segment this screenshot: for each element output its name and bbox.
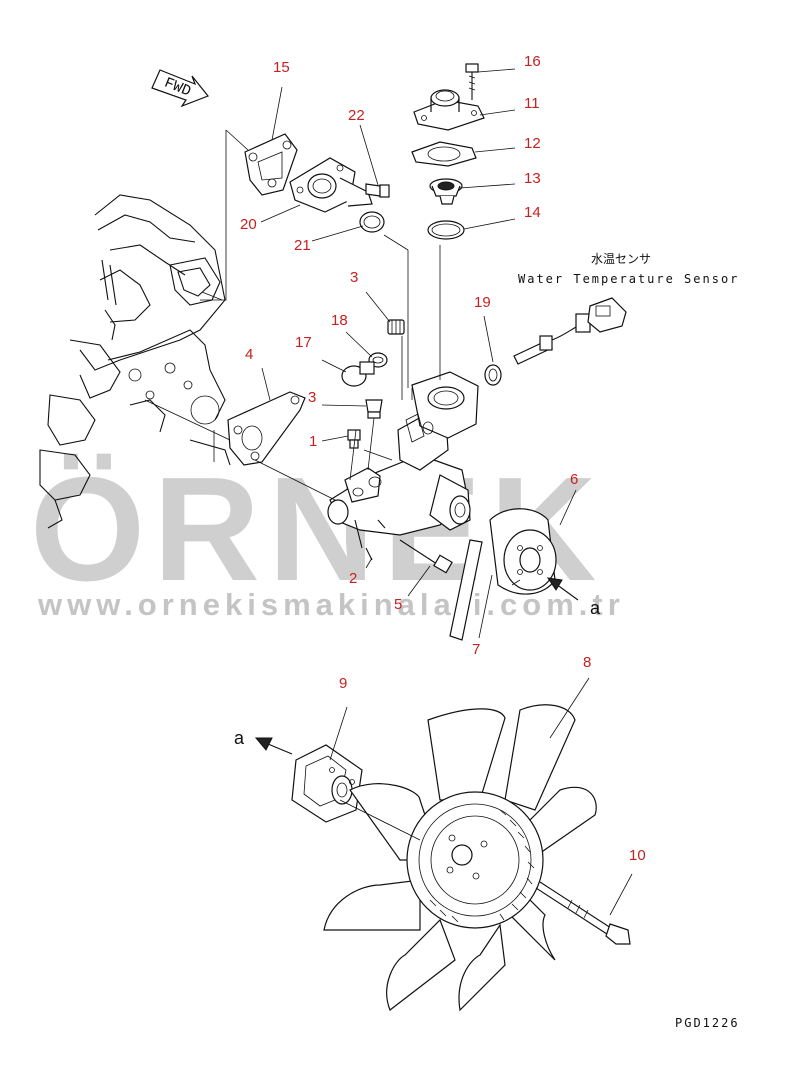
view-arrow-a-spacer: a [234, 728, 293, 755]
callout-20: 20 [240, 216, 257, 233]
callout-3-upper: 3 [350, 269, 358, 286]
callout-21: 21 [294, 237, 311, 254]
water-pump-2 [327, 371, 479, 561]
callout-16: 16 [524, 53, 541, 70]
sensor-label: 水温センサ Water Temperature Sensor [518, 252, 739, 286]
o-ring-21 [359, 211, 385, 233]
bolt-5 [399, 539, 453, 574]
callout-12: 12 [524, 135, 541, 152]
callout-14: 14 [524, 204, 541, 221]
view-arrow-a-pulley: a [546, 577, 601, 618]
spacer-9 [291, 744, 363, 823]
drawing-code: PGD1226 [675, 1016, 740, 1030]
bolt-22 [365, 183, 390, 198]
callout-3-lower: 3 [308, 389, 316, 406]
washer-19 [484, 364, 502, 386]
callout-13: 13 [524, 170, 541, 187]
gasket-12 [411, 141, 477, 167]
thermostat-13 [429, 178, 463, 205]
o-ring-14 [427, 220, 465, 240]
fan-8 [323, 704, 597, 1012]
view-arrow-label-spacer: a [234, 728, 245, 748]
callout-4: 4 [245, 346, 253, 363]
bolt-16 [465, 63, 479, 100]
water-temperature-sensor [513, 297, 627, 365]
plug-3-upper [387, 319, 405, 335]
callout-15: 15 [273, 59, 290, 76]
gasket-4 [227, 391, 306, 466]
sensor-label-jp: 水温センサ [591, 252, 651, 266]
thermostat-cover-11 [413, 89, 485, 131]
fwd-arrow: FWD [151, 69, 209, 108]
plug-3-lower [365, 399, 383, 419]
bolt-10 [535, 881, 631, 945]
callout-19: 19 [474, 294, 491, 311]
callout-6: 6 [570, 471, 578, 488]
view-arrow-label-pulley: a [590, 598, 601, 618]
callout-10: 10 [629, 847, 646, 864]
leader-lines [144, 68, 633, 916]
sensor-label-en: Water Temperature Sensor [518, 272, 739, 286]
callout-8: 8 [583, 654, 591, 671]
gasket-15 [244, 133, 298, 196]
callout-22: 22 [348, 107, 365, 124]
callout-7: 7 [472, 641, 480, 658]
callout-18: 18 [331, 312, 348, 329]
callout-2: 2 [349, 570, 357, 587]
thermostat-housing-20 [289, 157, 373, 213]
callout-17: 17 [295, 334, 312, 351]
callout-9: 9 [339, 675, 347, 692]
callout-1: 1 [309, 433, 317, 450]
pulley-6 [489, 508, 557, 595]
callout-5: 5 [394, 596, 402, 613]
callout-11: 11 [524, 95, 540, 112]
plug-17 [341, 361, 375, 387]
belt-7 [449, 539, 483, 641]
callout-numbers: 15 22 16 11 12 13 14 20 21 3 19 18 17 4 … [240, 53, 646, 864]
